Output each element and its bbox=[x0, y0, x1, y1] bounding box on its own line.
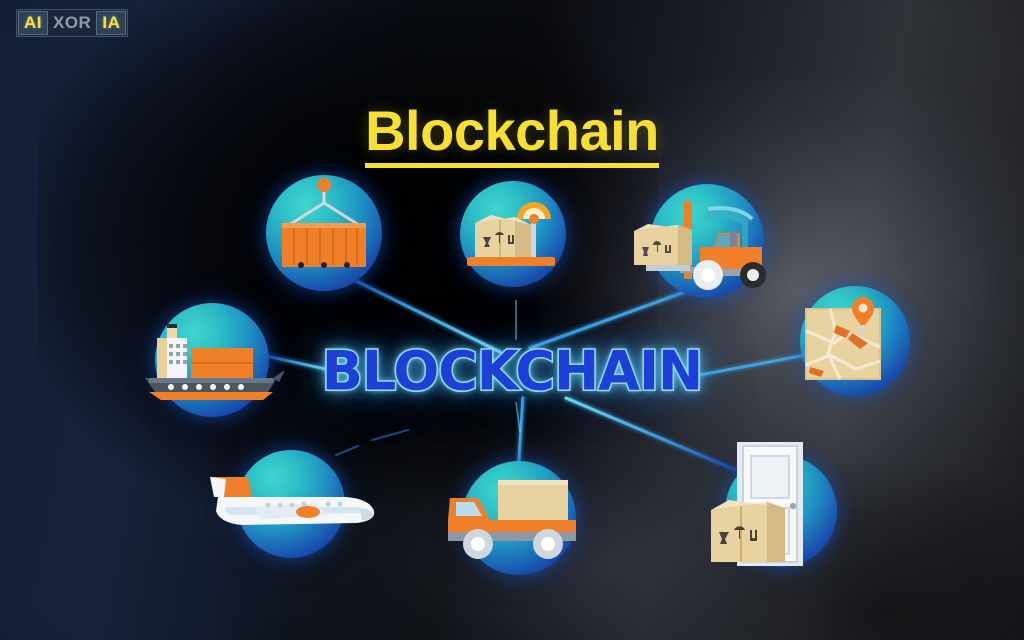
node-cargo-plane[interactable] bbox=[210, 450, 375, 558]
aixoria-logo[interactable]: AI XOR IA bbox=[16, 9, 129, 37]
node-home-delivery[interactable] bbox=[711, 442, 837, 567]
node-package-scanner[interactable] bbox=[460, 181, 566, 287]
crane-container-icon bbox=[282, 178, 366, 268]
logo-segment-xor: XOR bbox=[53, 13, 92, 32]
cargo-plane-icon bbox=[210, 477, 375, 525]
cargo-ship-icon bbox=[145, 324, 285, 400]
map-location-icon bbox=[805, 297, 881, 380]
node-cargo-ship[interactable] bbox=[145, 303, 285, 417]
node-map-location[interactable] bbox=[800, 286, 910, 396]
node-forklift[interactable] bbox=[634, 184, 766, 298]
link-hub-map-location bbox=[698, 353, 808, 377]
forklift-icon bbox=[634, 201, 766, 290]
logo-segment-ai: AI bbox=[18, 11, 48, 35]
delivery-truck-icon bbox=[448, 480, 576, 559]
hub-spokes bbox=[515, 300, 521, 433]
package-scanner-icon bbox=[467, 202, 555, 266]
node-crane-container[interactable] bbox=[266, 175, 382, 291]
node-delivery-truck[interactable] bbox=[448, 461, 576, 575]
home-delivery-icon bbox=[711, 442, 803, 566]
logo-segment-ia: IA bbox=[96, 11, 127, 35]
